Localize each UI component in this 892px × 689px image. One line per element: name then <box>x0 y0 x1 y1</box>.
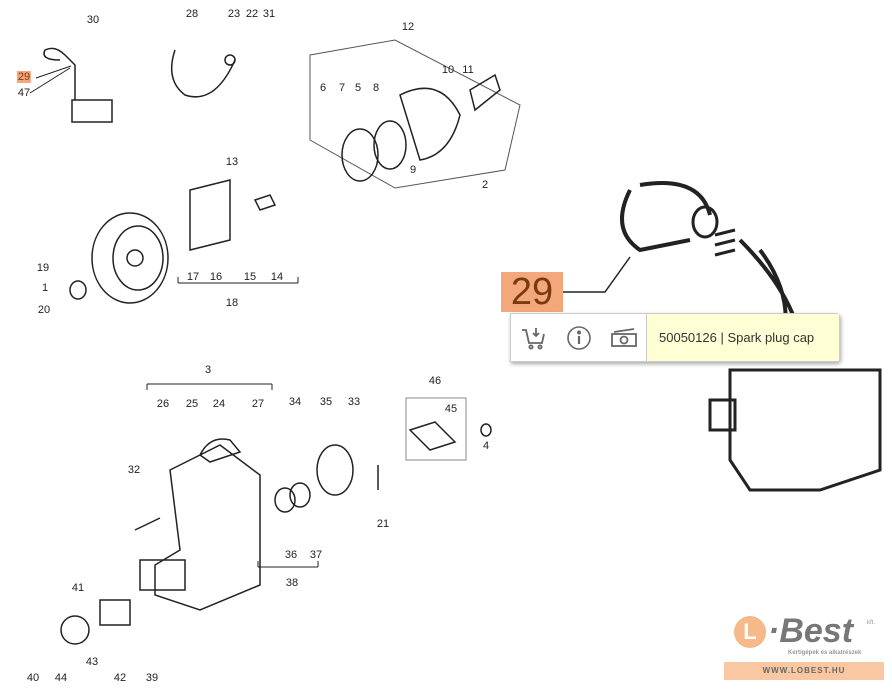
part-label[interactable]: 37 <box>309 549 323 561</box>
part-label[interactable]: 8 <box>372 82 380 94</box>
part-label[interactable]: 4 <box>482 440 490 452</box>
part-label[interactable]: 6 <box>319 82 327 94</box>
part-label[interactable]: 47 <box>17 87 31 99</box>
part-label[interactable]: 23 <box>227 8 241 20</box>
selected-part-callout[interactable]: 29 <box>501 272 563 312</box>
part-label[interactable]: 40 <box>26 672 40 684</box>
part-label[interactable]: 5 <box>354 82 362 94</box>
money-icon <box>610 327 637 347</box>
part-label[interactable]: 14 <box>270 271 284 283</box>
part-label[interactable]: 38 <box>285 577 299 589</box>
part-label[interactable]: 18 <box>225 297 239 309</box>
logo-kft: kft. <box>867 620 876 626</box>
part-label[interactable]: 24 <box>212 398 226 410</box>
part-label[interactable]: 15 <box>243 271 257 283</box>
logo-tagline: Kertigépek és alkatrészek <box>788 650 862 656</box>
lobest-logo[interactable]: L ·Best kft. Kertigépek és alkatrészek W… <box>724 610 888 686</box>
part-label[interactable]: 12 <box>401 21 415 33</box>
part-label[interactable]: 17 <box>186 271 200 283</box>
part-label[interactable]: 33 <box>347 396 361 408</box>
part-label[interactable]: 32 <box>127 464 141 476</box>
part-label[interactable]: 7 <box>338 82 346 94</box>
part-label[interactable]: 42 <box>113 672 127 684</box>
logo-mark: L <box>734 616 766 648</box>
part-label[interactable]: 21 <box>376 518 390 530</box>
info-icon <box>566 325 591 350</box>
part-label[interactable]: 30 <box>86 14 100 26</box>
logo-word: ·Best <box>768 612 854 650</box>
part-label[interactable]: 44 <box>54 672 68 684</box>
price-button[interactable] <box>601 314 646 361</box>
part-label[interactable]: 11 <box>462 64 474 76</box>
part-tooltip: 50050126 | Spark plug cap <box>510 313 840 362</box>
part-label[interactable]: 34 <box>288 396 302 408</box>
part-label[interactable]: 27 <box>251 398 265 410</box>
part-label[interactable]: 9 <box>409 164 417 176</box>
logo-url: WWW.LOBEST.HU <box>724 662 884 680</box>
part-number-and-name: 50050126 | Spark plug cap <box>646 314 839 361</box>
ignition-coil-drawing <box>43 47 113 123</box>
part-label[interactable]: 35 <box>319 396 333 408</box>
info-button[interactable] <box>556 314 601 361</box>
part-label-selected[interactable]: 29 <box>16 71 32 83</box>
part-label[interactable]: 46 <box>428 375 442 387</box>
part-label[interactable]: 3 <box>204 364 212 376</box>
part-label[interactable]: 10 <box>441 64 455 76</box>
part-label[interactable]: 25 <box>185 398 199 410</box>
part-label[interactable]: 45 <box>444 403 458 415</box>
part-label[interactable]: 41 <box>71 582 85 594</box>
part-label[interactable]: 36 <box>284 549 298 561</box>
part-label[interactable]: 19 <box>36 262 50 274</box>
cart-add-icon <box>521 327 545 349</box>
part-label[interactable]: 31 <box>262 8 276 20</box>
part-label[interactable]: 13 <box>225 156 239 168</box>
part-label[interactable]: 16 <box>209 271 223 283</box>
part-label[interactable]: 1 <box>41 282 49 294</box>
part-label[interactable]: 22 <box>245 8 259 20</box>
part-label[interactable]: 39 <box>145 672 159 684</box>
part-label[interactable]: 26 <box>156 398 170 410</box>
part-label[interactable]: 20 <box>37 304 51 316</box>
part-label[interactable]: 43 <box>85 656 99 668</box>
add-to-cart-button[interactable] <box>511 314 556 361</box>
part-label[interactable]: 28 <box>185 8 199 20</box>
part-label[interactable]: 2 <box>481 179 489 191</box>
